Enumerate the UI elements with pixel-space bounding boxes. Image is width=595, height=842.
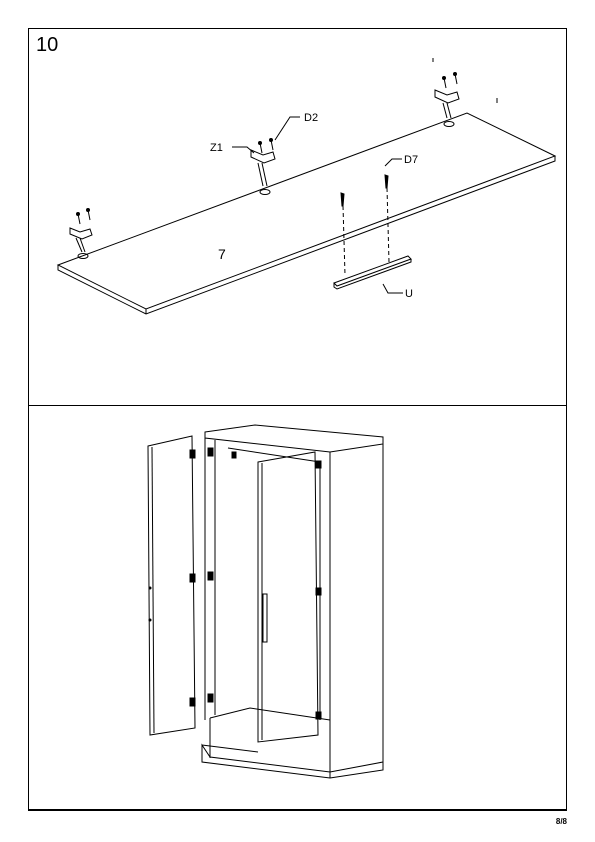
label-part-7: 7	[218, 246, 226, 262]
wardrobe-assembled	[147, 424, 384, 779]
label-u: U	[405, 288, 413, 300]
hinge-cup-holes	[77, 121, 455, 259]
hinge-icon	[69, 208, 93, 253]
screw-d7-icon	[340, 174, 390, 276]
door-panel-7	[56, 112, 557, 315]
step-number: 10	[36, 34, 59, 56]
wardrobe-hinge-icons	[148, 447, 322, 720]
footer-rule	[28, 809, 567, 811]
hinge-icon	[250, 138, 276, 187]
label-z1: Z1	[210, 142, 223, 154]
handle-u-icon	[333, 255, 412, 290]
hinge-icon	[432, 58, 498, 119]
page-number: 8/8	[555, 817, 567, 826]
label-d7: D7	[404, 154, 418, 166]
leader-lines	[232, 116, 403, 294]
label-d2: D2	[304, 112, 318, 124]
section-divider	[28, 405, 567, 406]
